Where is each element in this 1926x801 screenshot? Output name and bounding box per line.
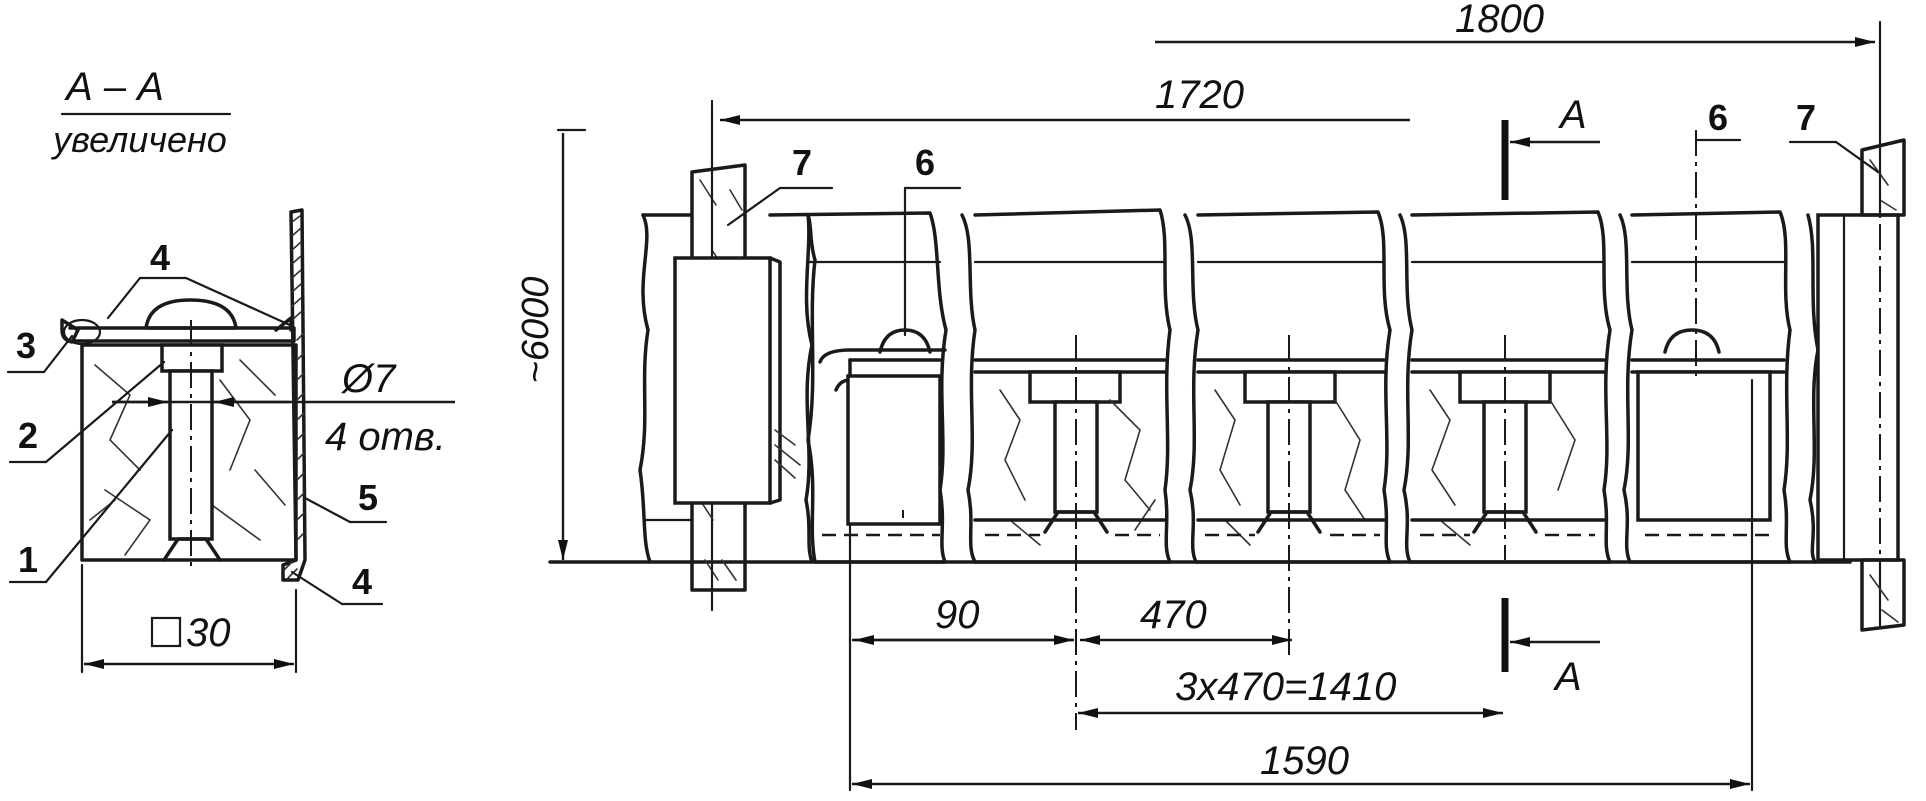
dim-1410-label: 3x470=1410 xyxy=(1175,665,1396,709)
section-mark-top-label: А xyxy=(1558,93,1587,137)
wood-grain xyxy=(89,359,286,556)
callout-3: 3 xyxy=(16,325,36,366)
dim-1720-label: 1720 xyxy=(1155,73,1244,117)
section-view-a-a: А – А увеличено xyxy=(6,65,455,674)
dome-nut-right xyxy=(1663,328,1721,354)
section-cut-top: А xyxy=(1501,93,1600,200)
side-sheet-hatch xyxy=(283,215,305,579)
callout-1: 1 xyxy=(18,539,38,580)
section-cut-bottom: А xyxy=(1501,598,1600,699)
callout-4-top: 4 xyxy=(150,237,170,278)
plank-segment-1 xyxy=(638,213,692,564)
plank-segment-2 xyxy=(768,211,948,564)
holes-count-label: 4 отв. xyxy=(325,415,446,459)
section-title: А – А xyxy=(64,65,164,109)
post-right xyxy=(1806,138,1906,632)
bolt-3 xyxy=(1458,335,1552,560)
plank-segment-6 xyxy=(1618,130,1792,564)
callout-2: 2 xyxy=(18,415,38,456)
top-plate xyxy=(68,326,296,343)
bolt-1 xyxy=(1028,335,1122,730)
dim-1800-label: 1800 xyxy=(1455,0,1544,41)
dim-470-label: 470 xyxy=(1140,593,1207,637)
callout-4-bottom: 4 xyxy=(352,561,372,602)
square-symbol xyxy=(150,616,182,648)
plank-segment-5 xyxy=(1398,210,1612,564)
callout-7-left: 7 xyxy=(792,142,812,183)
square-size-label: 30 xyxy=(186,611,231,655)
plank-segment-4 xyxy=(1183,210,1392,655)
hole-diameter-label: Ø7 xyxy=(340,357,397,401)
dome-nut xyxy=(144,298,238,330)
post-left xyxy=(673,100,801,605)
plank-segment-3 xyxy=(960,208,1172,730)
bolt-2 xyxy=(1243,335,1337,655)
side-sheet xyxy=(281,208,307,582)
callout-7-right: 7 xyxy=(1796,97,1816,138)
bolt xyxy=(160,320,224,568)
main-callouts: 7 6 6 7 xyxy=(726,97,1880,337)
callout-5: 5 xyxy=(358,477,378,518)
section-callouts: 4 3 2 1 5 4 xyxy=(6,237,388,606)
callout-6-right: 6 xyxy=(1708,97,1728,138)
dim-1590-label: 1590 xyxy=(1260,739,1349,783)
dim-6000-label: ~6000 xyxy=(515,277,557,384)
main-view: 1800 1720 ~6000 xyxy=(515,0,1906,792)
section-mark-bottom-label: А xyxy=(1553,655,1582,699)
dim-90-label: 90 xyxy=(935,593,980,637)
callout-6-left: 6 xyxy=(915,142,935,183)
section-subtitle: увеличено xyxy=(50,119,227,160)
rail xyxy=(818,348,947,364)
